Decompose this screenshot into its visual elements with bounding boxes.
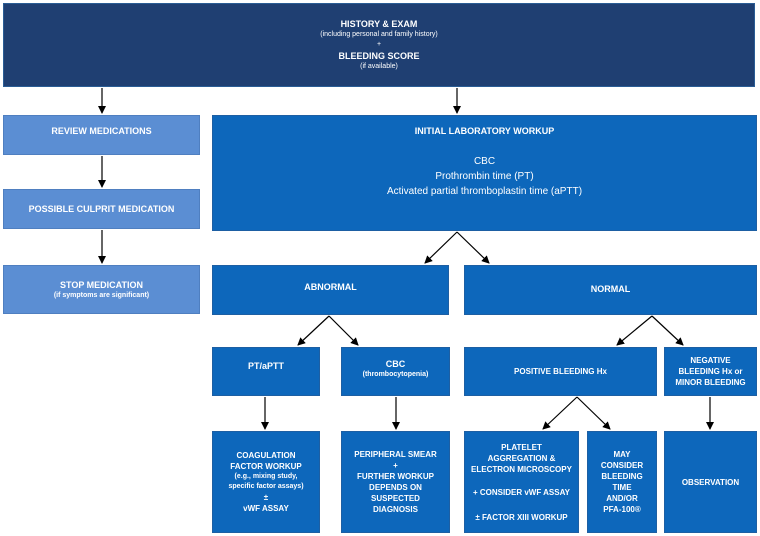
lab-item-cbc: CBC — [473, 156, 496, 167]
pt-aptt-box: PT/aPTT — [212, 347, 320, 396]
review-medications-box: REVIEW MEDICATIONS — [3, 115, 200, 155]
initial-lab-box: INITIAL LABORATORY WORKUP CBC Prothrombi… — [212, 115, 757, 231]
abnormal-label: ABNORMAL — [304, 282, 357, 292]
initial-lab-title: INITIAL LABORATORY WORKUP — [414, 126, 555, 136]
smear-line6: DIAGNOSIS — [373, 505, 418, 514]
coag-line4: specific factor assays) — [228, 483, 304, 490]
arrow-normal-to-negative — [651, 315, 684, 346]
negative-line2: BLEEDING Hx or — [678, 367, 743, 376]
arrow-normal-to-positive — [616, 315, 653, 346]
arrow-abnormal-to-cbc — [328, 315, 359, 346]
bleeding-score-title: BLEEDING SCORE — [338, 51, 420, 61]
cbc-label: CBC — [385, 359, 406, 369]
smear-line1: PERIPHERAL SMEAR — [354, 450, 437, 459]
cbc-sub: (thrombocytopenia) — [362, 371, 429, 378]
positive-bleeding-box: POSITIVE BLEEDING Hx — [464, 347, 657, 396]
platelet-line4: + CONSIDER vWF ASSAY — [473, 487, 570, 497]
lab-item-pt: Prothrombin time (PT) — [435, 171, 534, 182]
review-medications-label: REVIEW MEDICATIONS — [51, 126, 152, 136]
history-exam-title: HISTORY & EXAM — [340, 19, 418, 29]
may-line1: MAY — [613, 450, 631, 459]
possible-culprit-label: POSSIBLE CULPRIT MEDICATION — [28, 204, 175, 214]
coag-line3: (e.g., mixing study, — [234, 473, 298, 480]
possible-culprit-box: POSSIBLE CULPRIT MEDICATION — [3, 189, 200, 229]
platelet-aggregation-box: PLATELET AGGREGATION & ELECTRON MICROSCO… — [464, 431, 579, 533]
may-consider-box: MAY CONSIDER BLEEDING TIME AND/OR PFA-10… — [587, 431, 657, 533]
bleeding-score-subtitle: (if available) — [360, 63, 398, 70]
may-line5: AND/OR — [606, 494, 638, 503]
history-exam-subtitle: (including personal and family history) — [320, 31, 438, 38]
coag-line5: ± — [263, 493, 269, 502]
coag-line2: FACTOR WORKUP — [230, 462, 302, 471]
normal-label: NORMAL — [590, 284, 631, 294]
smear-line2: + — [393, 461, 398, 470]
cbc-box: CBC (thrombocytopenia) — [341, 347, 450, 396]
stop-medication-box: STOP MEDICATION (if symptoms are signifi… — [3, 265, 200, 314]
stop-medication-label: STOP MEDICATION — [59, 279, 143, 290]
coagulation-box: COAGULATION FACTOR WORKUP (e.g., mixing … — [212, 431, 320, 533]
abnormal-box: ABNORMAL — [212, 265, 449, 315]
negative-line3: MINOR BLEEDING — [675, 378, 746, 387]
arrow-abnormal-to-ptaptt — [297, 315, 330, 346]
positive-bleeding-label: POSITIVE BLEEDING Hx — [514, 367, 607, 376]
smear-line4: DEPENDS ON — [369, 483, 422, 492]
stop-medication-sub: (if symptoms are significant) — [53, 291, 150, 299]
smear-line5: SUSPECTED — [371, 494, 420, 503]
observation-box: OBSERVATION — [664, 431, 757, 533]
arrow-lab-to-normal — [456, 231, 490, 264]
coag-line1: COAGULATION — [236, 451, 296, 460]
lab-item-aptt: Activated partial thromboplastin time (a… — [386, 186, 583, 197]
negative-line1: NEGATIVE — [690, 356, 731, 365]
may-line2: CONSIDER — [600, 461, 644, 470]
coag-line6: vWF ASSAY — [243, 504, 289, 513]
plus-sign: + — [376, 41, 382, 48]
platelet-line2: AGGREGATION & — [487, 453, 556, 463]
may-line6: PFA-100® — [603, 505, 641, 514]
may-line3: BLEEDING — [601, 472, 643, 481]
normal-box: NORMAL — [464, 265, 757, 315]
platelet-line5: ± FACTOR XIII WORKUP — [475, 512, 568, 522]
platelet-line3: ELECTRON MICROSCOPY — [471, 464, 572, 474]
peripheral-smear-box: PERIPHERAL SMEAR + FURTHER WORKUP DEPEND… — [341, 431, 450, 533]
history-exam-box: HISTORY & EXAM (including personal and f… — [3, 3, 755, 87]
negative-bleeding-box: NEGATIVE BLEEDING Hx or MINOR BLEEDING — [664, 347, 757, 396]
smear-line3: FURTHER WORKUP — [357, 472, 434, 481]
observation-label: OBSERVATION — [681, 477, 740, 487]
platelet-line1: PLATELET — [501, 442, 542, 452]
arrow-positive-to-may — [576, 396, 611, 430]
arrow-lab-to-abnormal — [424, 231, 458, 264]
may-line4: TIME — [612, 483, 632, 492]
pt-aptt-label: PT/aPTT — [247, 361, 284, 371]
arrow-positive-to-platelet — [542, 396, 578, 430]
